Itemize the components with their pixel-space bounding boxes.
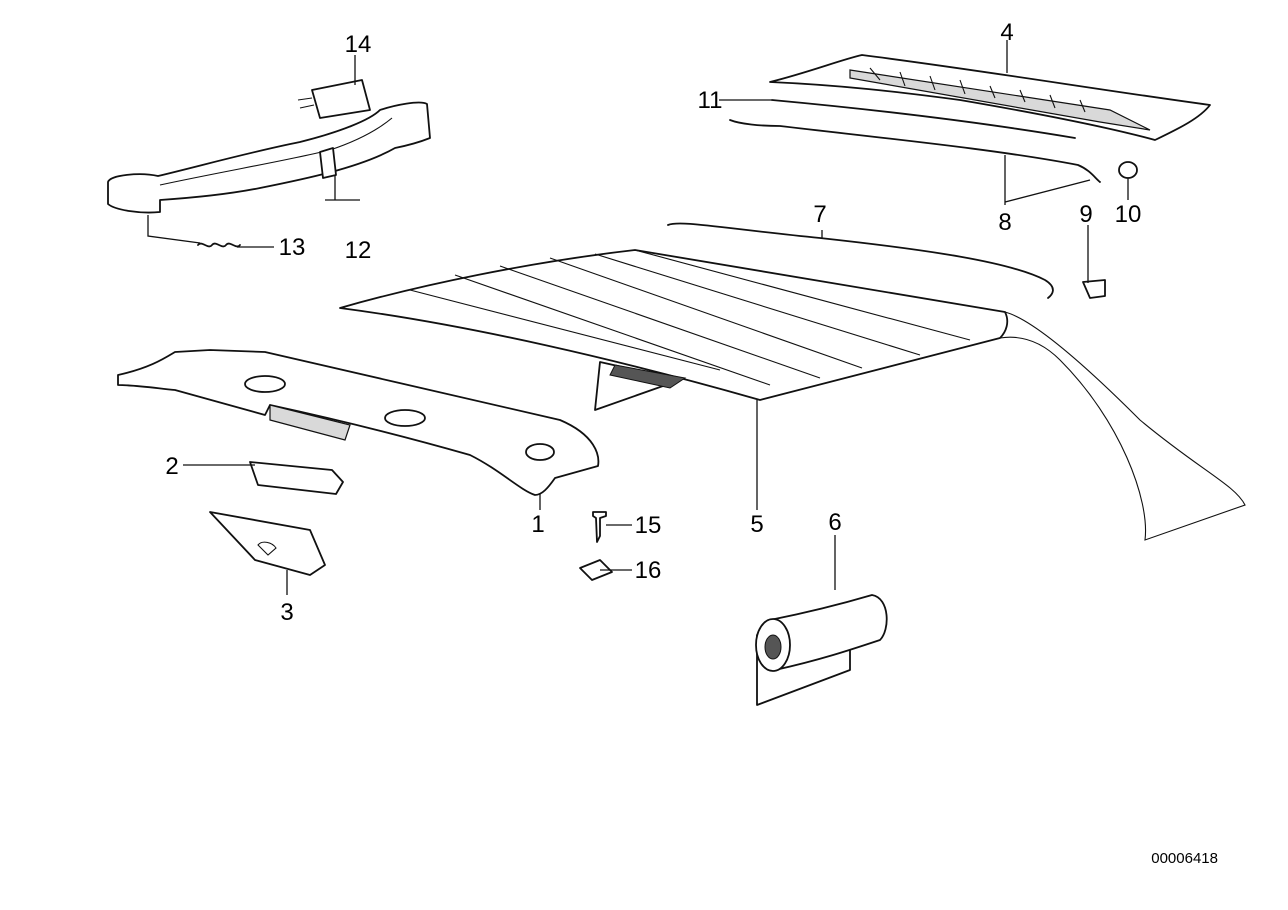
sun-visor-cover-part bbox=[209, 511, 326, 576]
callout-14: 14 bbox=[345, 31, 372, 58]
reference-number: 00006418 bbox=[1151, 850, 1218, 867]
callout-13: 13 bbox=[279, 234, 306, 261]
screw-15-part bbox=[592, 511, 607, 543]
roof-rod-part bbox=[667, 222, 1054, 299]
handle-cover-part bbox=[297, 79, 371, 119]
callout-7: 7 bbox=[813, 201, 826, 228]
rear-trim-part bbox=[769, 54, 1211, 141]
leader-lines bbox=[147, 40, 1129, 595]
nut-16-part bbox=[579, 559, 613, 581]
screw-13-part bbox=[197, 242, 241, 248]
callout-12: 12 bbox=[345, 237, 372, 264]
callout-6: 6 bbox=[828, 509, 841, 536]
headliner-part bbox=[339, 249, 1246, 541]
callout-9: 9 bbox=[1079, 201, 1092, 228]
lamp-lens-part bbox=[249, 461, 344, 495]
callout-5: 5 bbox=[750, 511, 763, 538]
seal-strip-part bbox=[729, 99, 1138, 299]
roll-part bbox=[755, 594, 888, 706]
grab-handle-part bbox=[107, 101, 431, 214]
callout-3: 3 bbox=[280, 599, 293, 626]
callout-2: 2 bbox=[165, 453, 178, 480]
callout-10: 10 bbox=[1115, 201, 1142, 228]
front-trim-part bbox=[117, 349, 600, 496]
callout-16: 16 bbox=[635, 557, 662, 584]
callout-4: 4 bbox=[1000, 19, 1013, 46]
callout-15: 15 bbox=[635, 512, 662, 539]
callout-8: 8 bbox=[998, 209, 1011, 236]
callout-labels: 1 2 3 4 5 6 7 8 9 10 11 12 13 14 15 16 bbox=[165, 19, 1141, 626]
callout-11: 11 bbox=[698, 87, 723, 114]
callout-1: 1 bbox=[531, 511, 544, 538]
